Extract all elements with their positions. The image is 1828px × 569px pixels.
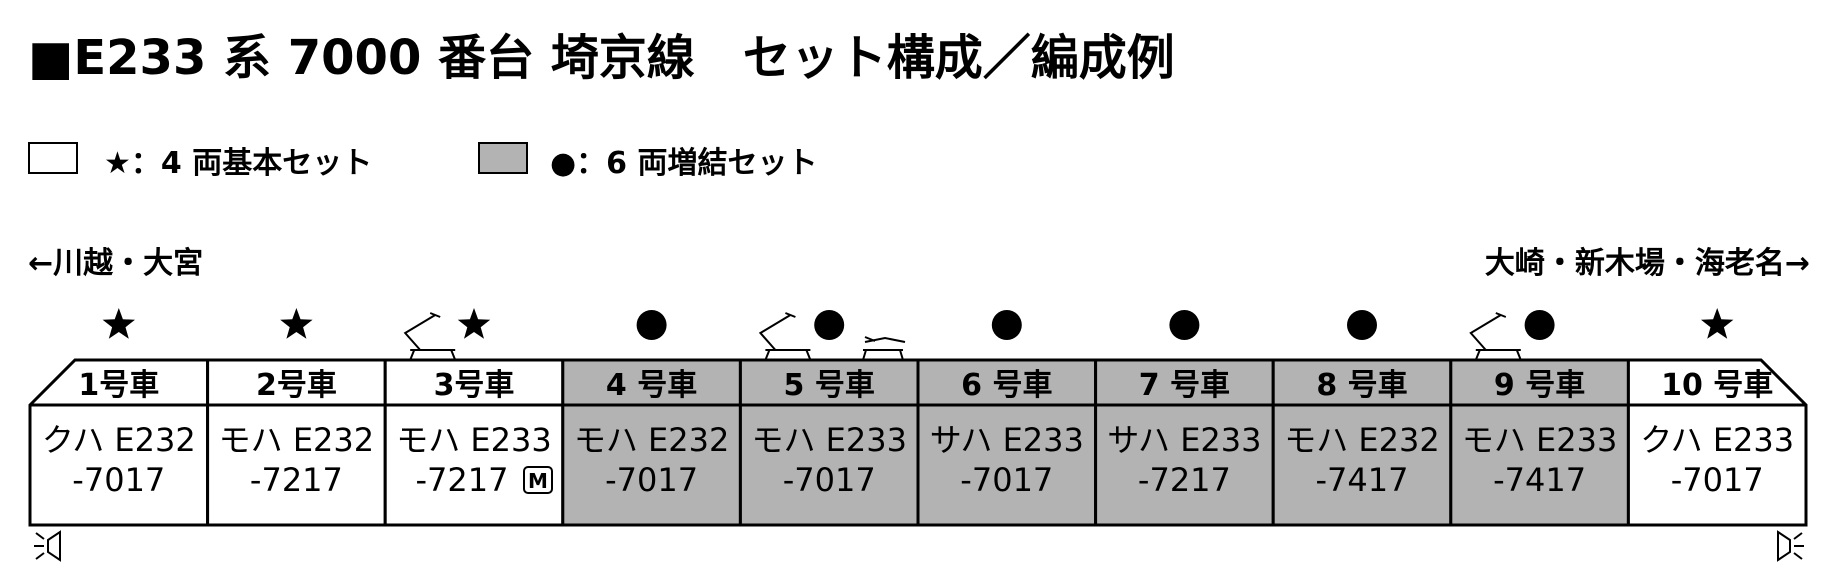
headlight-ray (1793, 532, 1803, 540)
pantograph-icon (1495, 312, 1507, 318)
pantograph-folded-icon (899, 349, 904, 361)
pantograph-icon (1515, 349, 1522, 361)
legend-extension-label: ●：6 両増結セット (550, 146, 818, 181)
car-type: モハ E232 (1284, 421, 1439, 459)
car-type: クハ E233 (1640, 421, 1794, 459)
circle-icon (636, 310, 667, 340)
car-id: -7217 (416, 461, 509, 499)
car-id: -7017 (960, 461, 1053, 499)
circle-icon (1524, 310, 1555, 340)
direction-right-label: 大崎・新木場・海老名→ (1484, 246, 1810, 281)
car-number: 7 号車 (1139, 368, 1230, 403)
car-id: -7217 (250, 461, 343, 499)
car-number: 9 号車 (1494, 368, 1585, 403)
headlight-ray (35, 532, 45, 540)
car-type: サハ E233 (930, 421, 1084, 459)
circle-icon (991, 310, 1022, 340)
pantograph-icon (805, 349, 812, 361)
pantograph-icon (785, 312, 796, 318)
car-number: 4 号車 (606, 368, 697, 403)
car-type: モハ E232 (219, 421, 374, 459)
headlight-icon (47, 530, 61, 562)
page-title: ■E233 系 7000 番台 埼京線 セット構成／編成例 (28, 30, 1175, 86)
car-id: -7417 (1316, 461, 1409, 499)
headlight-icon (1777, 530, 1791, 562)
headlight-ray (1793, 552, 1803, 560)
direction-left-label: ←川越・大宮 (28, 246, 204, 281)
car-number: 10 号車 (1661, 368, 1773, 403)
car-number: 1号車 (78, 368, 159, 403)
pantograph-icon (764, 349, 771, 361)
legend-extension-swatch (478, 142, 528, 174)
star-icon (457, 308, 491, 339)
circle-icon (814, 310, 845, 340)
circle-icon (1169, 310, 1200, 340)
car-type: モハ E232 (574, 421, 729, 459)
car-type: モハ E233 (1462, 421, 1617, 459)
pantograph-folded-icon (864, 336, 876, 342)
car-type: モハ E233 (751, 421, 906, 459)
pantograph-icon (1469, 314, 1502, 351)
car-id: -7017 (783, 461, 876, 499)
car-body (1626, 358, 1808, 527)
pantograph-icon (409, 349, 416, 361)
circle-icon (1347, 310, 1377, 340)
pantograph-icon (403, 314, 436, 351)
legend-basic-label: ★：4 両基本セット (104, 146, 373, 181)
motor-mark-box (523, 466, 553, 494)
car-id: -7017 (605, 461, 698, 499)
motor-mark-label: M (528, 469, 548, 493)
pantograph-icon (450, 349, 457, 361)
pantograph-icon (1474, 349, 1481, 361)
star-icon (102, 308, 135, 339)
car-type: サハ E233 (1107, 421, 1261, 459)
car-number: 2号車 (256, 368, 337, 403)
car-type: モハ E233 (396, 421, 551, 459)
car-type: クハ E232 (42, 421, 196, 459)
pantograph-icon (429, 312, 441, 318)
car-id: -7417 (1493, 461, 1586, 499)
car-number: 6 号車 (961, 368, 1052, 403)
car-id: -7017 (1671, 461, 1764, 499)
pantograph-icon (758, 314, 791, 351)
car-number: 5 号車 (784, 368, 875, 403)
pantograph-folded-icon (862, 349, 867, 361)
legend-basic-swatch (28, 142, 78, 174)
star-icon (280, 308, 313, 339)
car-number: 8 号車 (1316, 368, 1407, 403)
star-icon (1701, 308, 1734, 339)
car-id: -7017 (72, 461, 165, 499)
car-id: -7217 (1138, 461, 1231, 499)
car-number: 3号車 (434, 368, 515, 403)
headlight-ray (35, 552, 45, 560)
